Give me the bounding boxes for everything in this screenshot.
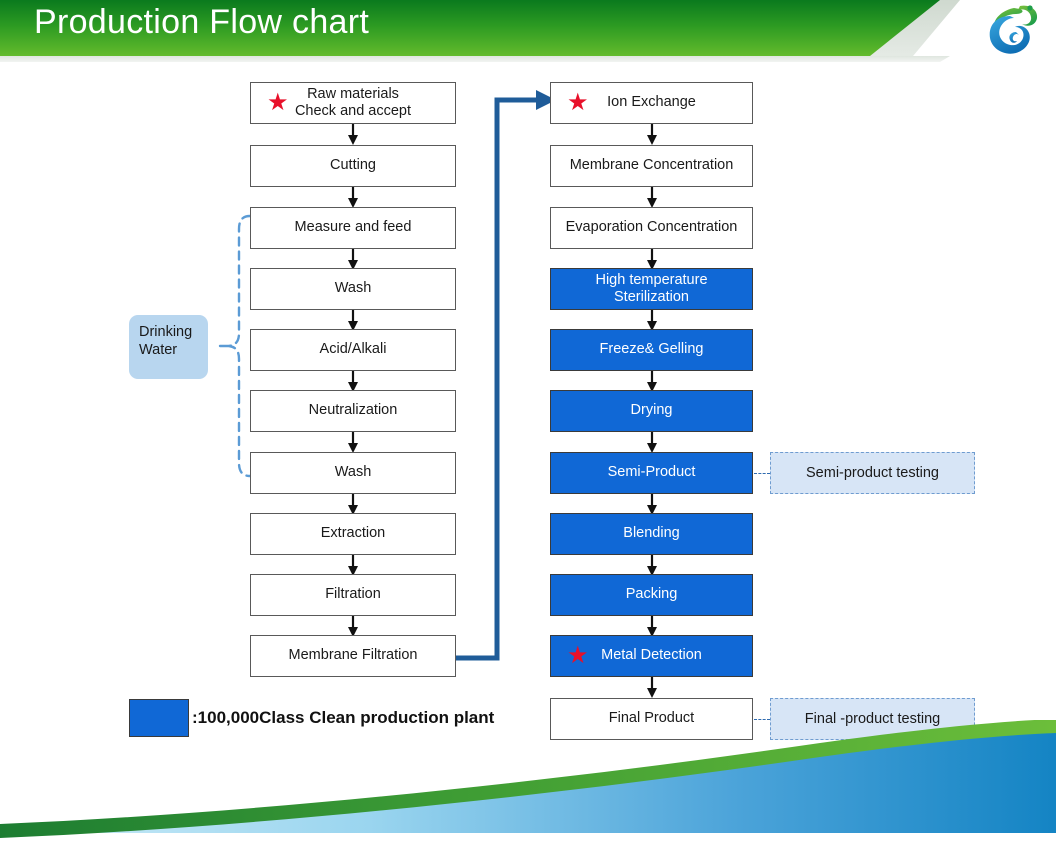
flow-node-label: Wash [334, 464, 372, 481]
flow-node-wash-2[interactable]: Wash [250, 452, 456, 494]
flow-node-label: Metal Detection [601, 647, 702, 664]
flow-node-membrane-concentration[interactable]: Membrane Concentration [550, 145, 753, 187]
star-icon: ★ [567, 89, 589, 116]
flow-node-extraction[interactable]: Extraction [250, 513, 456, 555]
flow-node-cutting[interactable]: Cutting [250, 145, 456, 187]
flow-arrow [647, 555, 657, 576]
test-box-label: Semi-product testing [806, 465, 939, 481]
drinking-water-bracket [218, 214, 252, 478]
flow-arrow [647, 187, 657, 208]
membrane-to-ion-exchange-connector [455, 90, 556, 661]
flow-node-acid-alkali[interactable]: Acid/Alkali [250, 329, 456, 371]
flow-node-label: Membrane Concentration [569, 157, 734, 174]
flow-node-semi-product[interactable]: Semi-Product [550, 452, 753, 494]
flow-arrow [647, 677, 657, 698]
flow-node-evaporation-concentration[interactable]: Evaporation Concentration [550, 207, 753, 249]
flow-node-label: Cutting [330, 157, 376, 174]
flow-arrow [647, 494, 657, 515]
flow-node-ion-exchange[interactable]: ★ Ion Exchange [550, 82, 753, 124]
flow-node-label: Freeze& Gelling [599, 341, 704, 358]
flow-node-freeze-gelling[interactable]: Freeze& Gelling [550, 329, 753, 371]
flow-node-metal-detection[interactable]: ★ Metal Detection [550, 635, 753, 677]
flow-node-label: Wash [334, 280, 372, 297]
flow-node-label: Evaporation Concentration [565, 219, 738, 236]
flow-node-label: Extraction [320, 525, 386, 542]
flow-node-drying[interactable]: Drying [550, 390, 753, 432]
semi-product-testing-box[interactable]: Semi-product testing [770, 452, 975, 494]
flow-node-neutralization[interactable]: Neutralization [250, 390, 456, 432]
flow-node-membrane-filtration[interactable]: Membrane Filtration [250, 635, 456, 677]
flow-node-label: Acid/Alkali [319, 341, 387, 358]
flow-node-label: Final Product [608, 710, 695, 727]
flow-node-label: Filtration [325, 586, 381, 603]
flow-node-label: Neutralization [308, 402, 398, 419]
flow-arrow [348, 249, 358, 270]
flow-arrow [647, 310, 657, 331]
page-title: Production Flow chart [34, 3, 370, 41]
page-footer [0, 719, 1056, 853]
star-icon: ★ [267, 89, 289, 116]
flow-arrow [348, 616, 358, 637]
star-icon: ★ [567, 642, 589, 669]
flow-arrow [647, 432, 657, 453]
flow-node-wash-1[interactable]: Wash [250, 268, 456, 310]
company-logo-icon [980, 2, 1042, 58]
flow-arrow [348, 432, 358, 453]
flow-node-packing[interactable]: Packing [550, 574, 753, 616]
flow-node-label: Ion Exchange [607, 94, 696, 111]
flow-node-label: Drying [630, 402, 673, 419]
flow-node-blending[interactable]: Blending [550, 513, 753, 555]
page-header: Production Flow chart [0, 0, 1056, 62]
header-underline [0, 56, 950, 62]
flow-node-label: Packing [625, 586, 678, 603]
flow-arrow [348, 310, 358, 331]
flow-arrow [348, 124, 358, 145]
semi-product-testing-link [754, 473, 770, 474]
flow-arrow [348, 494, 358, 515]
flow-arrow [647, 371, 657, 392]
legend-color-swatch [129, 699, 189, 737]
header-green-banner [0, 0, 940, 56]
flow-node-label: Membrane Filtration [288, 647, 418, 664]
flow-node-final-product[interactable]: Final Product [550, 698, 753, 740]
flow-node-measure-and-feed[interactable]: Measure and feed [250, 207, 456, 249]
flow-arrow [348, 371, 358, 392]
flow-node-filtration[interactable]: Filtration [250, 574, 456, 616]
test-box-label: Final -product testing [804, 711, 941, 727]
legend-label: :100,000Class Clean production plant [192, 708, 495, 727]
flow-arrow [348, 555, 358, 576]
flow-node-label: Blending [623, 525, 680, 542]
flow-arrow [348, 187, 358, 208]
final-product-testing-link [754, 719, 770, 720]
flow-arrow [647, 616, 657, 637]
flow-node-label: Semi-Product [607, 464, 696, 481]
flow-arrow [647, 249, 657, 270]
flow-arrow [647, 124, 657, 145]
flow-node-label: Measure and feed [294, 219, 412, 236]
